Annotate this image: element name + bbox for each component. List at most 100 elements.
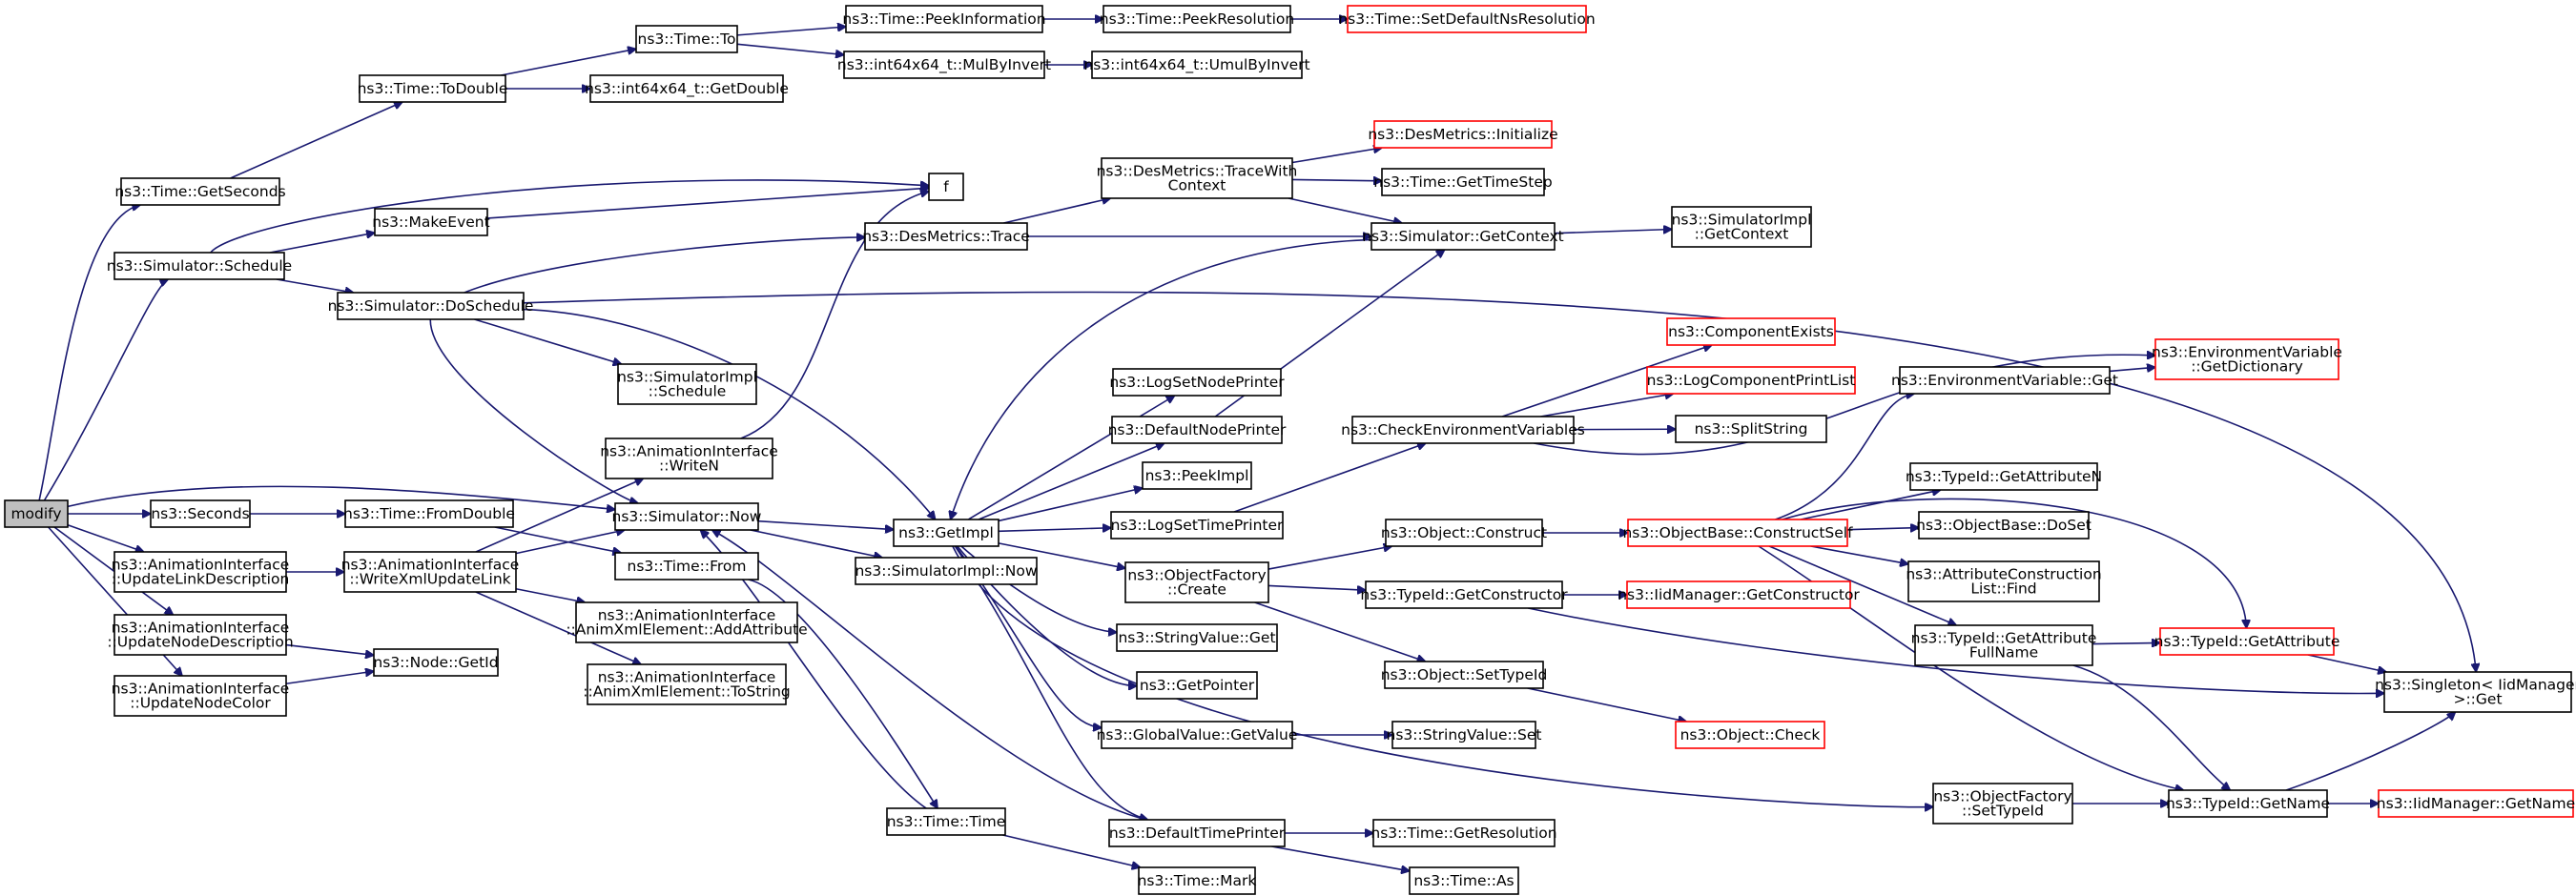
edge-schedule-to-makeevent bbox=[269, 233, 375, 254]
node-peekinfo[interactable]: ns3::Time::PeekInformation bbox=[842, 5, 1046, 33]
node-simimplnow[interactable]: ns3::SimulatorImpl::Now bbox=[855, 557, 1038, 585]
node-simimplschedule[interactable]: ns3::SimulatorImpl::Schedule bbox=[617, 363, 757, 405]
node-makeevent[interactable]: ns3::MakeEvent bbox=[372, 208, 490, 236]
node-writexml[interactable]: ns3::AnimationInterface::WriteXmlUpdateL… bbox=[341, 551, 520, 593]
node-peekimpl[interactable]: ns3::PeekImpl bbox=[1142, 461, 1252, 490]
node-objbasector[interactable]: ns3::ObjectBase::ConstructSelf bbox=[1622, 519, 1853, 547]
node-box bbox=[2378, 789, 2574, 818]
edge-doschedule-to-getimpl bbox=[523, 308, 936, 519]
node-label: ns3::AnimationInterface bbox=[598, 607, 776, 624]
node-objfactsettypeid[interactable]: ns3::ObjectFactory::SetTypeId bbox=[1932, 783, 2073, 825]
node-box bbox=[1370, 222, 1556, 251]
edge-getimpl-to-logsettime bbox=[998, 528, 1111, 532]
node-desinit[interactable]: ns3::DesMetrics::Initialize bbox=[1368, 120, 1558, 149]
node-updatenodecolor[interactable]: ns3::AnimationInterface::UpdateNodeColor bbox=[112, 675, 290, 717]
node-schedule[interactable]: ns3::Simulator::Schedule bbox=[107, 252, 292, 280]
node-label: ns3::TypeId::GetName bbox=[2166, 795, 2330, 812]
node-getdouble[interactable]: ns3::int64x64_t::GetDouble bbox=[585, 74, 789, 103]
node-splitstring[interactable]: ns3::SplitString bbox=[1675, 415, 1827, 443]
edge-modify-to-updatelinkdesc bbox=[67, 523, 144, 552]
node-peekres[interactable]: ns3::Time::PeekResolution bbox=[1100, 5, 1294, 33]
node-globalvalget[interactable]: ns3::GlobalValue::GetValue bbox=[1097, 721, 1298, 749]
node-logsetnode[interactable]: ns3::LogSetNodePrinter bbox=[1109, 368, 1285, 397]
node-fromdouble[interactable]: ns3::Time::FromDouble bbox=[343, 499, 515, 528]
node-iidgetname[interactable]: ns3::IidManager::GetName bbox=[2377, 789, 2575, 818]
node-singletonget[interactable]: ns3::Singleton< IidManager >::Get bbox=[2375, 671, 2576, 713]
node-f[interactable]: f bbox=[928, 173, 964, 201]
edge-checkenv-to-logcomplist bbox=[1540, 394, 1673, 417]
node-setdefres[interactable]: ns3::Time::SetDefaultNsResolution bbox=[1338, 5, 1596, 33]
node-timeas[interactable]: ns3::Time::As bbox=[1409, 866, 1519, 895]
node-box bbox=[2168, 789, 2328, 818]
node-tostring[interactable]: ns3::AnimationInterface::AnimXmlElement:… bbox=[583, 663, 791, 705]
node-typeidgetattr[interactable]: ns3::TypeId::GetAttribute bbox=[2154, 627, 2340, 656]
node-objconstruct[interactable]: ns3::Object::Construct bbox=[1381, 519, 1547, 547]
node-box bbox=[589, 74, 784, 103]
node-box bbox=[1116, 623, 1278, 652]
node-typeidgetattrn[interactable]: ns3::TypeId::GetAttributeN bbox=[1906, 462, 2102, 491]
edge-envget-to-envgetdict bbox=[2109, 367, 2155, 371]
node-addattr[interactable]: ns3::AnimationInterface::AnimXmlElement:… bbox=[566, 601, 808, 643]
node-checkenv[interactable]: ns3::CheckEnvironmentVariables bbox=[1341, 416, 1585, 444]
node-timefrom[interactable]: ns3::Time::From bbox=[614, 552, 759, 580]
node-label: ns3::SplitString bbox=[1695, 420, 1808, 438]
node-timemark[interactable]: ns3::Time::Mark bbox=[1138, 866, 1257, 895]
node-box bbox=[1365, 580, 1563, 609]
node-seconds[interactable]: ns3::Seconds bbox=[150, 499, 251, 528]
edge-checkenv-to-compexists bbox=[1501, 345, 1712, 417]
node-doschedule[interactable]: ns3::Simulator::DoSchedule bbox=[328, 292, 534, 320]
node-simgetctx[interactable]: ns3::Simulator::GetContext bbox=[1362, 222, 1564, 251]
node-gettimeres[interactable]: ns3::Time::GetResolution bbox=[1370, 819, 1557, 847]
node-typeidgetctor[interactable]: ns3::TypeId::GetConstructor bbox=[1360, 580, 1568, 609]
node-writen[interactable]: ns3::AnimationInterface::WriteN bbox=[600, 438, 778, 479]
node-defnodeprinter[interactable]: ns3::DefaultNodePrinter bbox=[1108, 416, 1287, 444]
node-getseconds[interactable]: ns3::Time::GetSeconds bbox=[114, 177, 286, 206]
node-mulbyinvert[interactable]: ns3::int64x64_t::MulByInvert bbox=[837, 51, 1051, 79]
node-getpointer[interactable]: ns3::GetPointer bbox=[1136, 671, 1258, 700]
edge-objfactcreate-to-typeidgetctor bbox=[1267, 584, 1366, 590]
node-getimpl[interactable]: ns3::GetImpl bbox=[893, 519, 999, 547]
node-label: ns3::Object::Check bbox=[1680, 726, 1821, 743]
node-timetime[interactable]: ns3::Time::Time bbox=[886, 807, 1006, 836]
node-now[interactable]: ns3::Simulator::Now bbox=[612, 502, 762, 531]
node-objcheck[interactable]: ns3::Object::Check bbox=[1675, 721, 1825, 749]
node-todouble[interactable]: ns3::Time::ToDouble bbox=[358, 74, 508, 103]
node-umulbyinvert[interactable]: ns3::int64x64_t::UmulByInvert bbox=[1083, 51, 1310, 79]
node-box bbox=[928, 173, 964, 201]
node-simimplgetctx[interactable]: ns3::SimulatorImpl::GetContext bbox=[1671, 206, 1812, 248]
node-iidgetctor[interactable]: ns3::IidManager::GetConstructor bbox=[1618, 580, 1860, 609]
node-box bbox=[344, 499, 514, 528]
node-logsettime[interactable]: ns3::LogSetTimePrinter bbox=[1110, 511, 1284, 540]
node-label: ns3::ObjectFactory bbox=[1127, 567, 1266, 584]
node-modify[interactable]: modify bbox=[4, 499, 69, 528]
node-label: ::UpdateNodeColor bbox=[130, 695, 271, 712]
node-label: ns3::AnimationInterface bbox=[600, 443, 778, 460]
node-objfactcreate[interactable]: ns3::ObjectFactory::Create bbox=[1124, 561, 1269, 603]
node-box bbox=[1124, 561, 1269, 603]
node-label: ns3::Time::GetResolution bbox=[1370, 825, 1556, 842]
node-getid[interactable]: ns3::Node::GetId bbox=[373, 648, 499, 677]
node-deftimeprinter[interactable]: ns3::DefaultTimePrinter bbox=[1108, 819, 1286, 847]
node-label: ns3::AnimationInterface bbox=[112, 620, 290, 637]
node-gettimestep[interactable]: ns3::Time::GetTimeStep bbox=[1373, 168, 1553, 196]
node-timeto[interactable]: ns3::Time::To bbox=[635, 25, 738, 53]
node-updatenodedesc[interactable]: ns3::AnimationInterface::UpdateNodeDescr… bbox=[107, 614, 294, 656]
node-strvalget[interactable]: ns3::StringValue::Get bbox=[1116, 623, 1278, 652]
node-envgetdict[interactable]: ns3::EnvironmentVariable::GetDictionary bbox=[2152, 338, 2342, 380]
node-typeidgetname[interactable]: ns3::TypeId::GetName bbox=[2166, 789, 2330, 818]
node-objbasedoset[interactable]: ns3::ObjectBase::DoSet bbox=[1916, 511, 2092, 540]
node-layer: modify ns3::Time::GetSecondsns3::Simulato… bbox=[4, 5, 2576, 895]
node-destrace[interactable]: ns3::DesMetrics::Trace bbox=[862, 222, 1030, 251]
node-label: ns3::Time::FromDouble bbox=[343, 505, 515, 522]
node-objsettypeid[interactable]: ns3::Object::SetTypeId bbox=[1381, 661, 1548, 689]
node-compexists[interactable]: ns3::ComponentExists bbox=[1666, 317, 1836, 346]
node-box bbox=[1627, 519, 1848, 547]
node-envget[interactable]: ns3::EnvironmentVariable::Get bbox=[1891, 366, 2118, 395]
node-updatelinkdesc[interactable]: ns3::AnimationInterface::UpdateLinkDescr… bbox=[112, 551, 290, 593]
node-logcomplist[interactable]: ns3::LogComponentPrintList bbox=[1646, 366, 1856, 395]
node-label: ::AnimXmlElement::AddAttribute bbox=[566, 621, 807, 639]
node-strvalset[interactable]: ns3::StringValue::Set bbox=[1387, 721, 1542, 749]
